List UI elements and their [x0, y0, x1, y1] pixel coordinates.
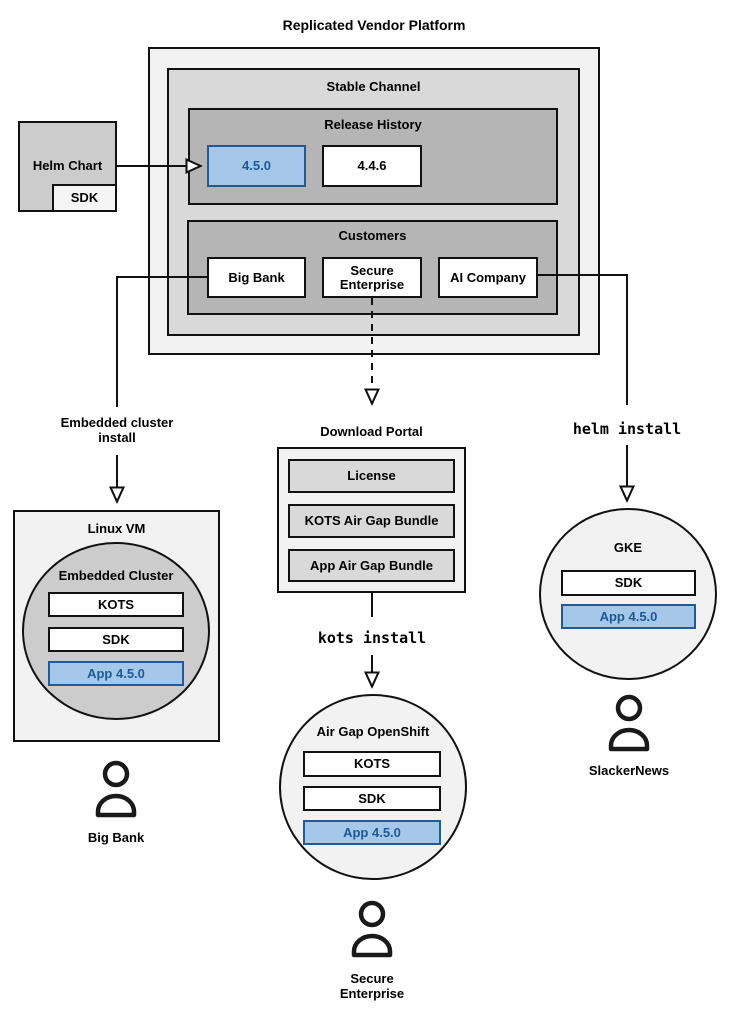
portal-item-app-airgap-bundle: App Air Gap Bundle — [288, 549, 455, 582]
openshift-app: App 4.5.0 — [303, 820, 441, 845]
portal-item-license: License — [288, 459, 455, 493]
gke-app: App 4.5.0 — [561, 604, 696, 629]
gke-sdk: SDK — [561, 570, 696, 596]
gke-label: GKE — [613, 540, 643, 555]
release-history-label: Release History — [324, 117, 422, 132]
edge-label-kots-install: kots install — [317, 629, 427, 647]
release-4-4-6: 4.4.6 — [322, 145, 422, 187]
customer-big-bank: Big Bank — [207, 257, 306, 298]
person-icon — [608, 694, 650, 752]
customer-ai-company: AI Company — [438, 257, 538, 298]
stable-channel-label: Stable Channel — [326, 79, 421, 94]
helm-chart-sdk-box: SDK — [52, 184, 117, 212]
embedded-cluster-sdk: SDK — [48, 627, 184, 652]
embedded-cluster-app: App 4.5.0 — [48, 661, 184, 686]
linux-vm-label: Linux VM — [87, 521, 146, 536]
customers-label: Customers — [338, 228, 407, 243]
embedded-cluster-kots: KOTS — [48, 592, 184, 617]
user-slackernews-label: SlackerNews — [588, 763, 670, 778]
download-portal-label: Download Portal — [320, 424, 423, 439]
user-secure-enterprise-label: Secure Enterprise — [339, 971, 405, 1001]
embedded-cluster-label: Embedded Cluster — [58, 568, 174, 583]
openshift-sdk: SDK — [303, 786, 441, 811]
user-big-bank-label: Big Bank — [87, 830, 145, 845]
edge-label-helm-install: helm install — [572, 420, 682, 438]
portal-item-kots-airgap-bundle: KOTS Air Gap Bundle — [288, 504, 455, 538]
openshift-kots: KOTS — [303, 751, 441, 777]
customer-secure-enterprise: Secure Enterprise — [322, 257, 422, 298]
release-4-5-0: 4.5.0 — [207, 145, 306, 187]
helm-chart-label: Helm Chart — [32, 158, 103, 173]
person-icon — [351, 900, 393, 958]
edge-label-embedded-cluster-install: Embedded cluster install — [60, 415, 174, 445]
person-icon — [95, 760, 137, 818]
air-gap-openshift-label: Air Gap OpenShift — [316, 724, 430, 739]
diagram-title: Replicated Vendor Platform — [282, 17, 466, 33]
